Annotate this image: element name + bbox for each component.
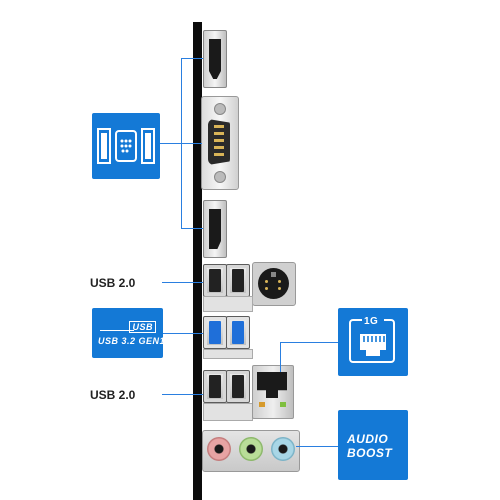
lan-tile: 1G [338, 308, 408, 376]
audio-line [296, 446, 338, 447]
hdmi-port-top [203, 30, 227, 88]
usb-logo-underline [100, 330, 134, 331]
usb32-port-2 [226, 316, 250, 349]
usb2-top-bracket [203, 296, 253, 312]
usb32-line [163, 333, 203, 334]
audio-boost-tile: AUDIO BOOST [338, 410, 408, 480]
display-bracket-mid [160, 143, 202, 144]
ethernet-port-icon [360, 334, 386, 356]
display-ports-tile [92, 113, 160, 179]
usb2-bottom-bracket [203, 403, 253, 421]
usb2-port-4 [226, 370, 250, 403]
audio-boost-line1: AUDIO [347, 432, 389, 446]
audio-jack-pink [207, 437, 231, 461]
usb2-port-2 [226, 264, 250, 297]
displayport-port [203, 200, 227, 258]
usb32-text: USB 3.2 GEN1 [98, 336, 166, 346]
lan-port [252, 365, 294, 419]
audio-boost-line2: BOOST [347, 446, 393, 460]
usb2-port-1 [203, 264, 227, 297]
audio-jack-green [239, 437, 263, 461]
usb32-port-1 [203, 316, 227, 349]
usb2-port-3 [203, 370, 227, 403]
ps2-port [252, 262, 296, 306]
io-panel-edge [193, 22, 202, 500]
display-bracket-top [181, 58, 203, 59]
usb32-tile: USB USB 3.2 GEN1 [92, 308, 166, 358]
lan-speed-badge [362, 316, 384, 328]
audio-jack-blue [271, 437, 295, 461]
usb-logo-text: USB [129, 321, 156, 333]
usb2-bottom-line [162, 394, 203, 395]
display-ports-icon [97, 128, 155, 164]
lan-line-vertical [280, 342, 281, 372]
usb2-top-label: USB 2.0 [90, 276, 136, 290]
usb32-bracket [203, 349, 253, 359]
usb2-bottom-label: USB 2.0 [90, 388, 136, 402]
vga-port [201, 96, 239, 190]
display-bracket-bottom [181, 228, 203, 229]
lan-speed-text: 1G [364, 316, 379, 327]
usb2-top-line [162, 282, 203, 283]
lan-line [280, 342, 338, 343]
